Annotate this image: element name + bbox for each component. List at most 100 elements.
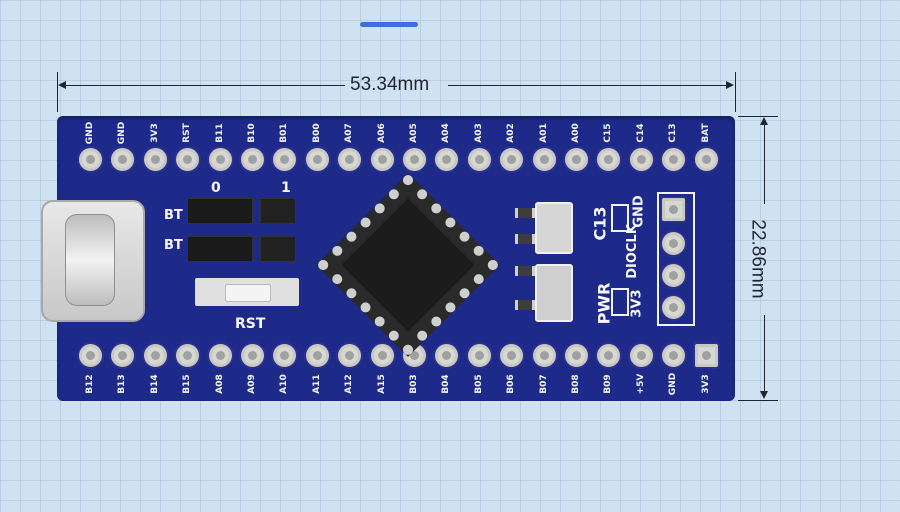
top-pin-16 xyxy=(597,148,621,171)
bottom-pin-2 xyxy=(143,344,167,367)
top-pin-14 xyxy=(532,148,556,171)
smd-component xyxy=(515,300,535,310)
bottom-pin-5 xyxy=(241,344,264,367)
accent-bar xyxy=(360,22,418,27)
bottom-pin-7 xyxy=(305,344,329,367)
top-pin-12 xyxy=(467,148,491,171)
bottom-pin-4 xyxy=(208,344,232,367)
top-pin-label: GND xyxy=(85,121,95,145)
bottom-pin-label: +5V xyxy=(635,373,646,395)
bottom-pin-label: B08 xyxy=(571,374,581,394)
height-label: 22.86mm xyxy=(747,219,769,299)
rst-label: RST xyxy=(235,316,266,332)
bottom-pin-13 xyxy=(500,344,524,367)
bottom-pin-18 xyxy=(662,344,686,367)
boot0-jumper[interactable] xyxy=(187,198,253,224)
bottom-pin-label: A11 xyxy=(311,374,322,394)
top-pin-6 xyxy=(273,148,297,171)
bottom-pin-3 xyxy=(176,344,200,367)
boot-label-1: 1 xyxy=(281,180,291,196)
bottom-pin-11 xyxy=(435,344,459,367)
bt0-label: BT xyxy=(164,208,183,223)
smd-component xyxy=(515,234,535,244)
top-pin-13 xyxy=(500,148,524,171)
top-pin-label: A02 xyxy=(506,123,517,143)
bottom-pin-label: B07 xyxy=(538,374,549,394)
bottom-pin-label: A12 xyxy=(344,374,355,394)
top-pin-label: A03 xyxy=(473,123,484,143)
top-pin-label: A04 xyxy=(441,123,452,143)
swd-header xyxy=(657,192,695,326)
top-pin-label: GND xyxy=(117,121,128,145)
top-pin-15 xyxy=(565,148,588,171)
top-pin-17 xyxy=(629,148,653,171)
top-pin-label: A00 xyxy=(571,123,581,143)
top-pin-3 xyxy=(176,148,200,171)
smd-component xyxy=(515,266,535,276)
bottom-pin-label: GND xyxy=(668,372,679,396)
top-pin-2 xyxy=(143,148,167,171)
top-pin-label: B11 xyxy=(214,123,225,143)
top-pin-label: C13 xyxy=(668,123,679,143)
width-label: 53.34mm xyxy=(350,74,430,95)
bottom-pin-1 xyxy=(111,344,135,367)
boot-header-top xyxy=(260,198,296,224)
bottom-pin-19 xyxy=(694,344,718,367)
top-pin-0 xyxy=(79,148,102,171)
bottom-pin-9 xyxy=(370,344,394,367)
bottom-pin-12 xyxy=(467,344,491,367)
pwr-label: PWR xyxy=(594,282,614,325)
bottom-pin-14 xyxy=(532,344,556,367)
usb-c-connector xyxy=(41,200,145,322)
bottom-pin-6 xyxy=(273,344,297,367)
top-pin-8 xyxy=(338,148,362,171)
top-pin-label: B01 xyxy=(279,123,290,143)
bottom-pin-label: B03 xyxy=(409,374,419,394)
top-pin-label: A07 xyxy=(344,123,355,143)
swd-pin-clk xyxy=(662,264,685,287)
top-pin-4 xyxy=(208,148,232,171)
mcu-chip xyxy=(316,173,500,357)
top-pin-label: A01 xyxy=(538,123,549,143)
top-pin-18 xyxy=(662,148,686,171)
bottom-pin-16 xyxy=(597,344,621,367)
bottom-pin-label: A10 xyxy=(279,374,290,394)
crystal-oscillator xyxy=(535,202,573,254)
top-pin-19 xyxy=(694,148,718,171)
top-pin-5 xyxy=(241,148,264,171)
bottom-pin-8 xyxy=(338,344,362,367)
swd-pin-gnd xyxy=(662,198,685,221)
bottom-pin-15 xyxy=(565,344,588,367)
top-pin-11 xyxy=(435,148,459,171)
crystal-32k xyxy=(535,264,573,322)
swd-pin-3v3 xyxy=(662,296,685,319)
bottom-pin-17 xyxy=(629,344,653,367)
top-pin-10 xyxy=(403,148,426,171)
top-pin-label: B10 xyxy=(247,123,257,143)
swd-clk-label: DIOCLK xyxy=(624,224,640,279)
top-pin-7 xyxy=(305,148,329,171)
top-pin-1 xyxy=(111,148,135,171)
pwr-led xyxy=(611,288,629,316)
swd-3v3-label: 3V3 xyxy=(629,289,645,318)
c13-led xyxy=(611,204,629,232)
top-pin-label: C14 xyxy=(635,123,646,143)
top-pin-label: RST xyxy=(182,123,193,143)
top-pin-label: BAT xyxy=(700,123,711,143)
bottom-pin-label: B15 xyxy=(182,374,193,394)
bottom-pin-label: B13 xyxy=(117,374,128,394)
boot1-jumper[interactable] xyxy=(187,236,253,262)
swd-pin-dio xyxy=(662,232,685,255)
top-pin-label: A05 xyxy=(409,123,419,143)
top-pin-label: 3V3 xyxy=(149,123,160,143)
bt1-label: BT xyxy=(164,238,183,253)
bottom-pin-label: A09 xyxy=(247,374,257,394)
bottom-pin-label: B09 xyxy=(603,374,614,394)
bottom-pin-0 xyxy=(79,344,102,367)
top-pin-9 xyxy=(370,148,394,171)
bottom-pin-label: A08 xyxy=(214,374,225,394)
bottom-pin-label: B14 xyxy=(149,374,160,394)
boot-header-bottom xyxy=(260,236,296,262)
bottom-pin-label: B05 xyxy=(473,374,484,394)
reset-button[interactable] xyxy=(195,278,299,306)
